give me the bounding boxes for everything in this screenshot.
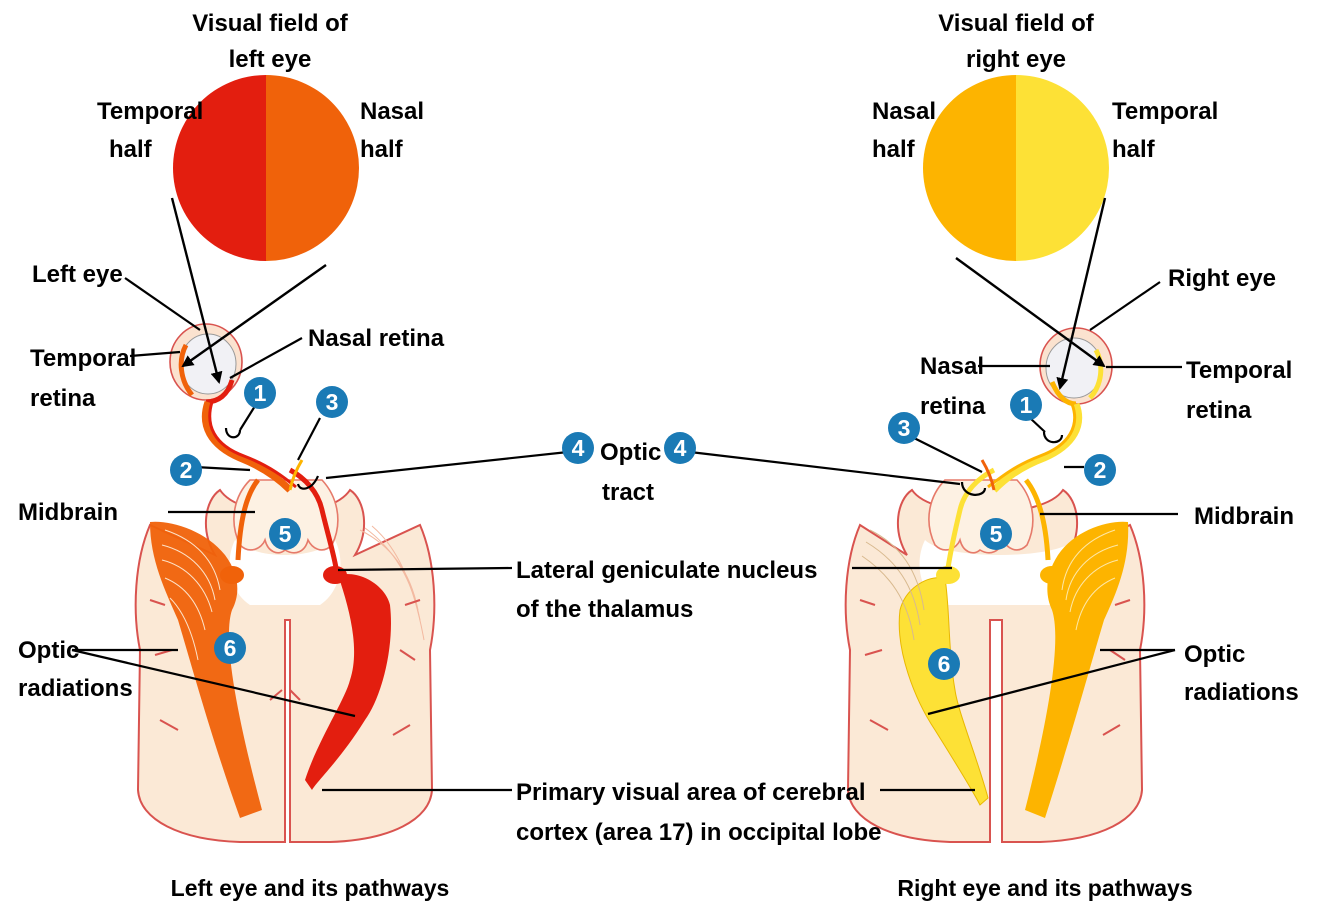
right-temporal-half-line2: half [1112, 136, 1156, 163]
badge-2-right: 2 [1084, 454, 1116, 486]
left-nasal-retina-label: Nasal retina [308, 325, 445, 352]
lgn-line2: of the thalamus [516, 596, 693, 623]
left-caption: Left eye and its pathways [171, 875, 450, 901]
right-field-title-line1: Visual field of [938, 10, 1095, 37]
right-temporal-half-line1: Temporal [1112, 98, 1218, 125]
right-midbrain-shape [929, 480, 1033, 553]
svg-text:3: 3 [326, 389, 339, 415]
right-nasal-retina-line1: Nasal [920, 353, 984, 380]
svg-text:2: 2 [1094, 457, 1107, 483]
left-field-nasal-half [266, 75, 359, 261]
badge-4-left: 4 [562, 432, 594, 464]
lgn-line1: Lateral geniculate nucleus [516, 557, 817, 584]
left-temporal-retina-line1: Temporal [30, 345, 136, 372]
badge-5-right: 5 [980, 518, 1012, 550]
right-midbrain-label: Midbrain [1194, 503, 1294, 530]
left-eye-label: Left eye [32, 261, 123, 288]
left-arrow-nasal [183, 265, 326, 366]
right-temporal-retina-line1: Temporal [1186, 357, 1292, 384]
right-optic-radiations-line2: radiations [1184, 679, 1299, 706]
optic-tract-line2: tract [602, 479, 654, 506]
badge-2-left: 2 [170, 454, 202, 486]
left-temporal-half-line1: Temporal [97, 98, 203, 125]
left-field-title-line1: Visual field of [192, 10, 349, 37]
right-lgn-right [1040, 566, 1064, 584]
badge-4-right: 4 [664, 432, 696, 464]
badge-3-right: 3 [888, 412, 920, 444]
left-midbrain-label: Midbrain [18, 499, 118, 526]
svg-text:4: 4 [572, 435, 585, 461]
right-visual-field [923, 75, 1109, 261]
badge-6-right: 6 [928, 648, 960, 680]
right-field-temporal-half [1016, 75, 1109, 261]
badge-3-left: 3 [316, 386, 348, 418]
left-lgn-right [323, 566, 347, 584]
svg-text:6: 6 [224, 635, 237, 661]
svg-text:2: 2 [180, 457, 193, 483]
right-caption: Right eye and its pathways [897, 875, 1192, 901]
left-nasal-half-line1: Nasal [360, 98, 424, 125]
badge-1-left: 1 [244, 377, 276, 409]
optic-tract-line1: Optic [600, 439, 661, 466]
left-optic-nerve [205, 402, 290, 490]
svg-text:1: 1 [1020, 392, 1033, 418]
left-temporal-retina-line2: retina [30, 385, 96, 412]
svg-text:3: 3 [898, 415, 911, 441]
left-field-title-line2: left eye [229, 46, 312, 73]
right-temporal-retina-line2: retina [1186, 397, 1252, 424]
svg-text:4: 4 [674, 435, 687, 461]
left-lgn-left [220, 566, 244, 584]
left-temporal-half-line2: half [109, 136, 153, 163]
svg-text:6: 6 [938, 651, 951, 677]
right-nasal-half-line2: half [872, 136, 916, 163]
svg-text:1: 1 [254, 380, 267, 406]
badge-6-left: 6 [214, 632, 246, 664]
right-field-title-line2: right eye [966, 46, 1066, 73]
primary-visual-line1: Primary visual area of cerebral [516, 779, 866, 806]
svg-text:5: 5 [279, 521, 292, 547]
right-nasal-retina-line2: retina [920, 393, 986, 420]
badge-1-right: 1 [1010, 389, 1042, 421]
right-nasal-half-line1: Nasal [872, 98, 936, 125]
right-optic-radiations-line1: Optic [1184, 641, 1245, 668]
left-optic-radiations-line1: Optic [18, 637, 79, 664]
left-optic-radiations-line2: radiations [18, 675, 133, 702]
right-field-nasal-half [923, 75, 1016, 261]
primary-visual-line2: cortex (area 17) in occipital lobe [516, 819, 881, 846]
left-nasal-half-line2: half [360, 136, 404, 163]
right-eye-label: Right eye [1168, 265, 1276, 292]
svg-text:5: 5 [990, 521, 1003, 547]
badge-5-left: 5 [269, 518, 301, 550]
right-arrow-nasal [956, 258, 1104, 366]
